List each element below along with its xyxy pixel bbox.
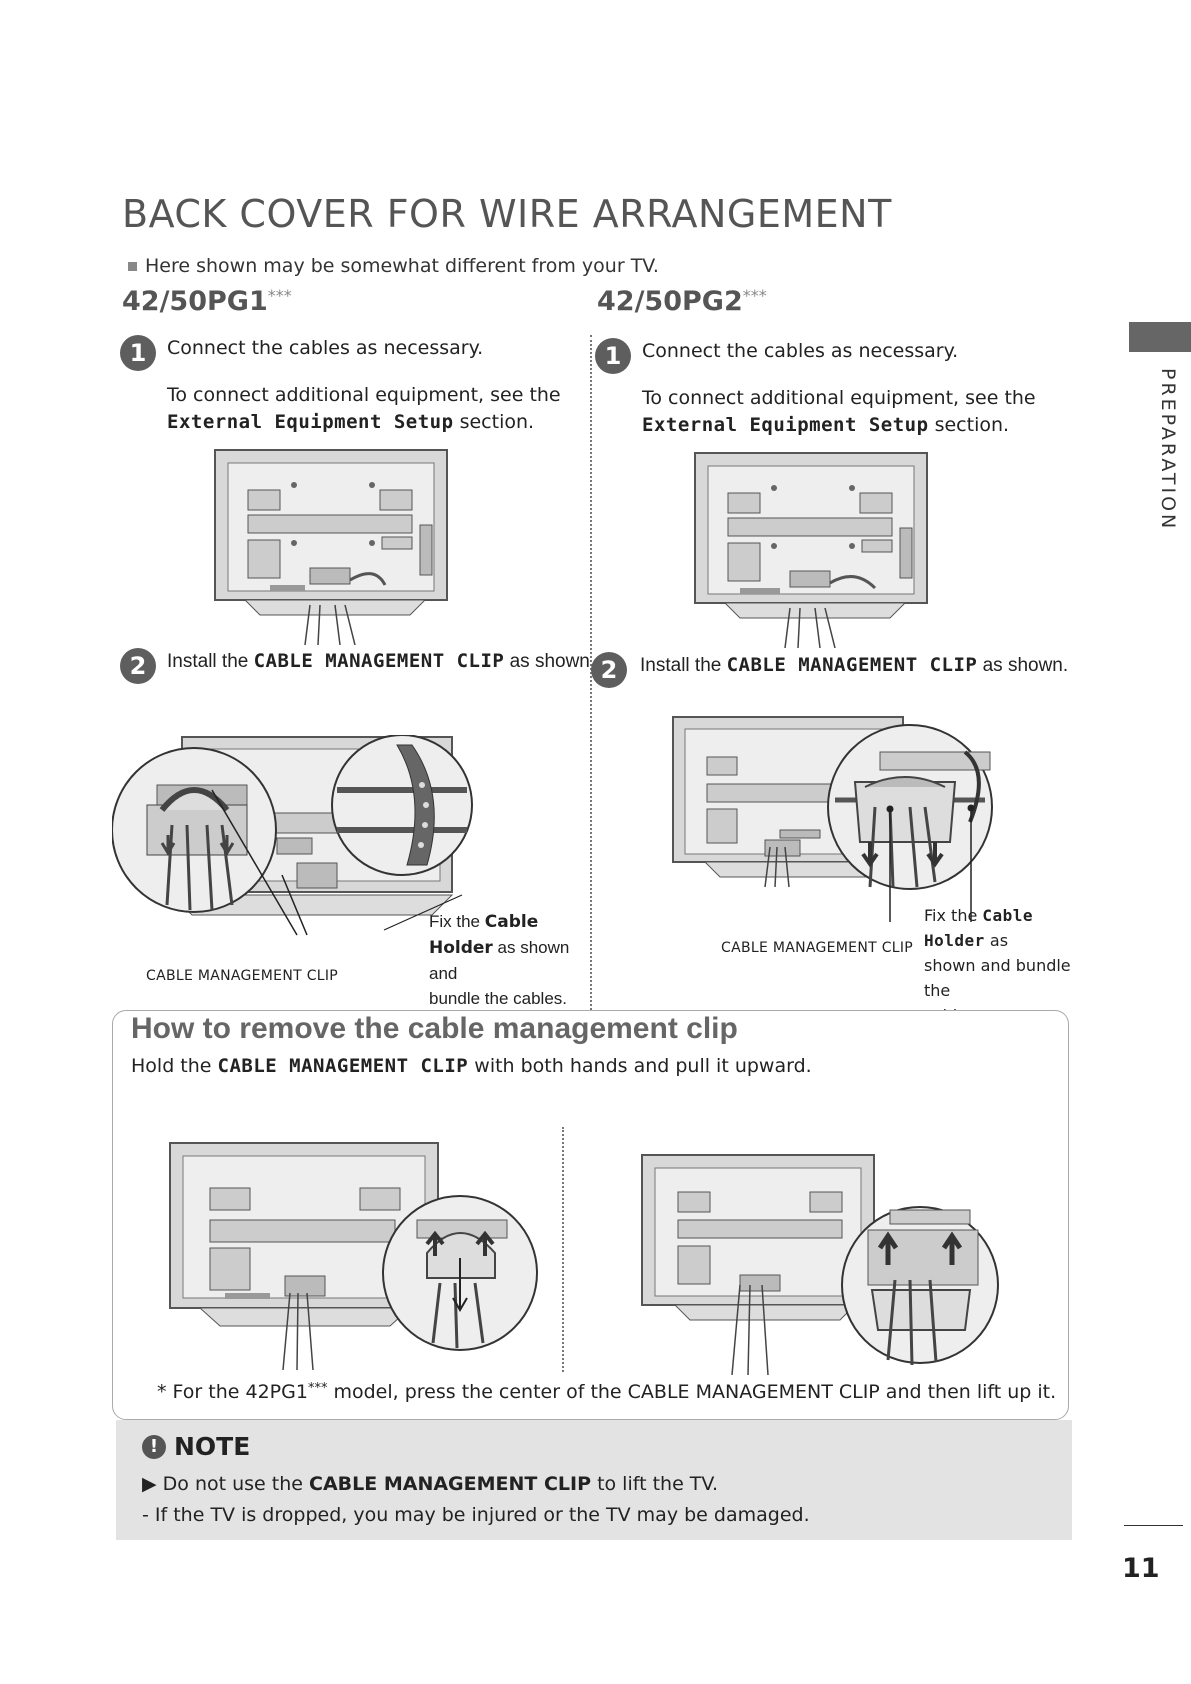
right-model-name: 42/50PG2 — [597, 286, 743, 317]
right-step1-number: 1 — [595, 338, 631, 374]
left-step1-line2: To connect additional equipment, see the — [167, 384, 561, 406]
right-step2-bold: CABLE MANAGEMENT CLIP — [726, 654, 978, 676]
removal-footnote: * For the 42PG1*** model, press the cent… — [157, 1381, 1056, 1403]
left-step1-line3: External Equipment Setup section. — [167, 409, 534, 436]
left-step2-number: 2 — [120, 648, 156, 684]
left-tv-connect-illustration — [214, 449, 448, 645]
note-line1-bold: CABLE MANAGEMENT CLIP — [309, 1473, 592, 1495]
left-caption-line2: Holder as shown and — [429, 935, 589, 986]
square-bullet-icon — [128, 262, 137, 271]
note-box — [116, 1420, 1072, 1540]
left-model-name: 42/50PG1 — [122, 286, 268, 317]
right-step1-line2: To connect additional equipment, see the — [642, 387, 1036, 409]
note-heading-text: NOTE — [174, 1432, 251, 1461]
side-tab-label: PREPARATION — [1157, 368, 1179, 532]
right-tv-connect-illustration — [694, 452, 928, 648]
removal-divider — [562, 1127, 564, 1372]
left-model-suffix: *** — [267, 286, 292, 305]
right-step2-post: as shown. — [977, 655, 1069, 676]
right-step2-text: Install the CABLE MANAGEMENT CLIP as sho… — [640, 652, 1068, 679]
disclaimer: Here shown may be somewhat different fro… — [128, 255, 659, 277]
removal-instruction: Hold the CABLE MANAGEMENT CLIP with both… — [131, 1055, 812, 1077]
right-step1-link: External Equipment Setup — [642, 414, 929, 436]
right-caption-pre: Fix the — [924, 906, 983, 925]
left-caption-bold1: Cable — [484, 912, 539, 932]
right-clip-label: CABLE MANAGEMENT CLIP — [721, 940, 914, 956]
footnote-stars: *** — [307, 1381, 328, 1396]
right-caption-line1: Fix the Cable Holder as — [924, 903, 1094, 953]
note-line2: - If the TV is dropped, you may be injur… — [142, 1504, 810, 1526]
page-number-rule — [1124, 1525, 1183, 1526]
left-step2-text: Install the CABLE MANAGEMENT CLIP as sho… — [167, 648, 595, 675]
removal-right-illustration — [641, 1154, 999, 1375]
right-model-suffix: *** — [742, 286, 767, 305]
right-caption-bold: Cable Holder — [924, 906, 1034, 950]
left-step1-number: 1 — [120, 335, 156, 371]
disclaimer-text: Here shown may be somewhat different fro… — [145, 255, 659, 277]
note-heading: ! NOTE — [142, 1432, 250, 1461]
right-caption-post1: as — [984, 931, 1009, 950]
left-caption-pre: Fix the — [429, 912, 485, 931]
left-step1-line1: Connect the cables as necessary. — [167, 337, 484, 359]
right-model-heading: 42/50PG2*** — [597, 286, 767, 317]
note-line1-post: to lift the TV. — [591, 1473, 719, 1495]
left-caption-bold2: Holder — [429, 938, 493, 958]
note-line1-pre: ▶ Do not use the — [142, 1473, 309, 1495]
left-clip-label: CABLE MANAGEMENT CLIP — [146, 968, 339, 984]
right-step1-line1: Connect the cables as necessary. — [642, 340, 959, 362]
left-model-heading: 42/50PG1*** — [122, 286, 292, 317]
removal-sub-bold: CABLE MANAGEMENT CLIP — [217, 1055, 469, 1077]
right-clip-install-illustration — [672, 716, 993, 922]
left-caption-line1: Fix the Cable — [429, 909, 589, 935]
page-number: 11 — [1122, 1553, 1160, 1584]
footnote-pre: * For the 42PG1 — [157, 1381, 308, 1403]
left-clip-install-illustration — [112, 735, 473, 936]
footnote-post: model, press the center of the CABLE MAN… — [327, 1381, 1057, 1403]
left-step1-line3-rest: section. — [453, 411, 535, 433]
left-step2-pre: Install the — [167, 651, 254, 672]
right-caption-line2: shown and bundle the — [924, 956, 1071, 1000]
right-step1-line3: External Equipment Setup section. — [642, 412, 1009, 439]
removal-title: How to remove the cable management clip — [131, 1012, 738, 1045]
left-step2-post: as shown. — [504, 651, 596, 672]
right-step2-number: 2 — [591, 652, 627, 688]
left-caption-post1: as shown and — [429, 938, 570, 983]
left-step1-link: External Equipment Setup — [167, 411, 454, 433]
exclamation-icon: ! — [142, 1434, 166, 1459]
side-tab-marker — [1129, 322, 1191, 352]
removal-sub-post: with both hands and pull it upward. — [468, 1055, 812, 1077]
right-step1-line3-rest: section. — [928, 414, 1010, 436]
left-step2-bold: CABLE MANAGEMENT CLIP — [253, 650, 505, 672]
right-step2-pre: Install the — [640, 655, 727, 676]
removal-left-illustration — [169, 1142, 538, 1370]
left-caption: Fix the Cable Holder as shown and bundle… — [429, 909, 589, 1011]
left-caption-line3: bundle the cables. — [429, 989, 567, 1008]
note-line1: ▶ Do not use the CABLE MANAGEMENT CLIP t… — [142, 1473, 718, 1495]
removal-sub-pre: Hold the — [131, 1055, 218, 1077]
page-title: BACK COVER FOR WIRE ARRANGEMENT — [122, 192, 892, 236]
